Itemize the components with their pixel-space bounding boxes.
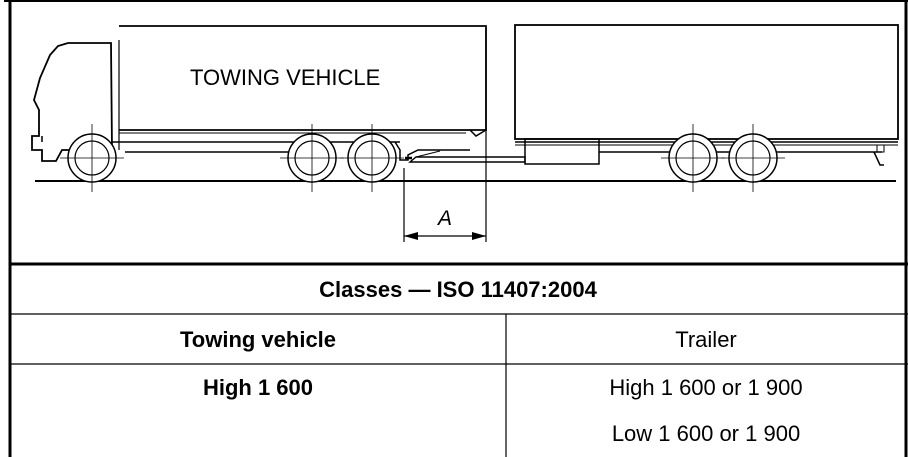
header-towing-vehicle: Towing vehicle xyxy=(179,326,337,352)
table-frame xyxy=(4,0,908,457)
row1-towing: High 1 600 xyxy=(202,375,314,400)
arrow-left xyxy=(404,232,418,240)
row2-trailer: Low 1 600 or 1 900 xyxy=(611,421,801,446)
towing-wheels xyxy=(60,124,404,192)
drawbar xyxy=(408,150,526,163)
towing-vehicle-drawing xyxy=(31,25,487,162)
trailer-box xyxy=(514,24,899,140)
towing-vehicle-label: TOWING VEHICLE xyxy=(190,65,381,90)
rear-wheel-2 xyxy=(340,124,404,192)
rear-wheel-1 xyxy=(280,124,344,192)
header-trailer: Trailer xyxy=(675,326,737,352)
trailer-support xyxy=(873,151,884,166)
dimension-a-label: A xyxy=(438,207,453,230)
trailer-wheel-1 xyxy=(661,124,725,192)
table-caption: Classes — ISO 11407:2004 xyxy=(319,277,597,302)
arrow-right xyxy=(472,232,486,240)
row2-towing xyxy=(10,411,506,457)
trailer-wheel-2 xyxy=(721,124,785,192)
cab xyxy=(31,42,113,162)
trailer-wheels xyxy=(661,124,785,192)
dimension-a xyxy=(403,30,487,242)
row1-trailer: High 1 600 or 1 900 xyxy=(609,375,803,400)
front-wheel xyxy=(60,124,124,192)
